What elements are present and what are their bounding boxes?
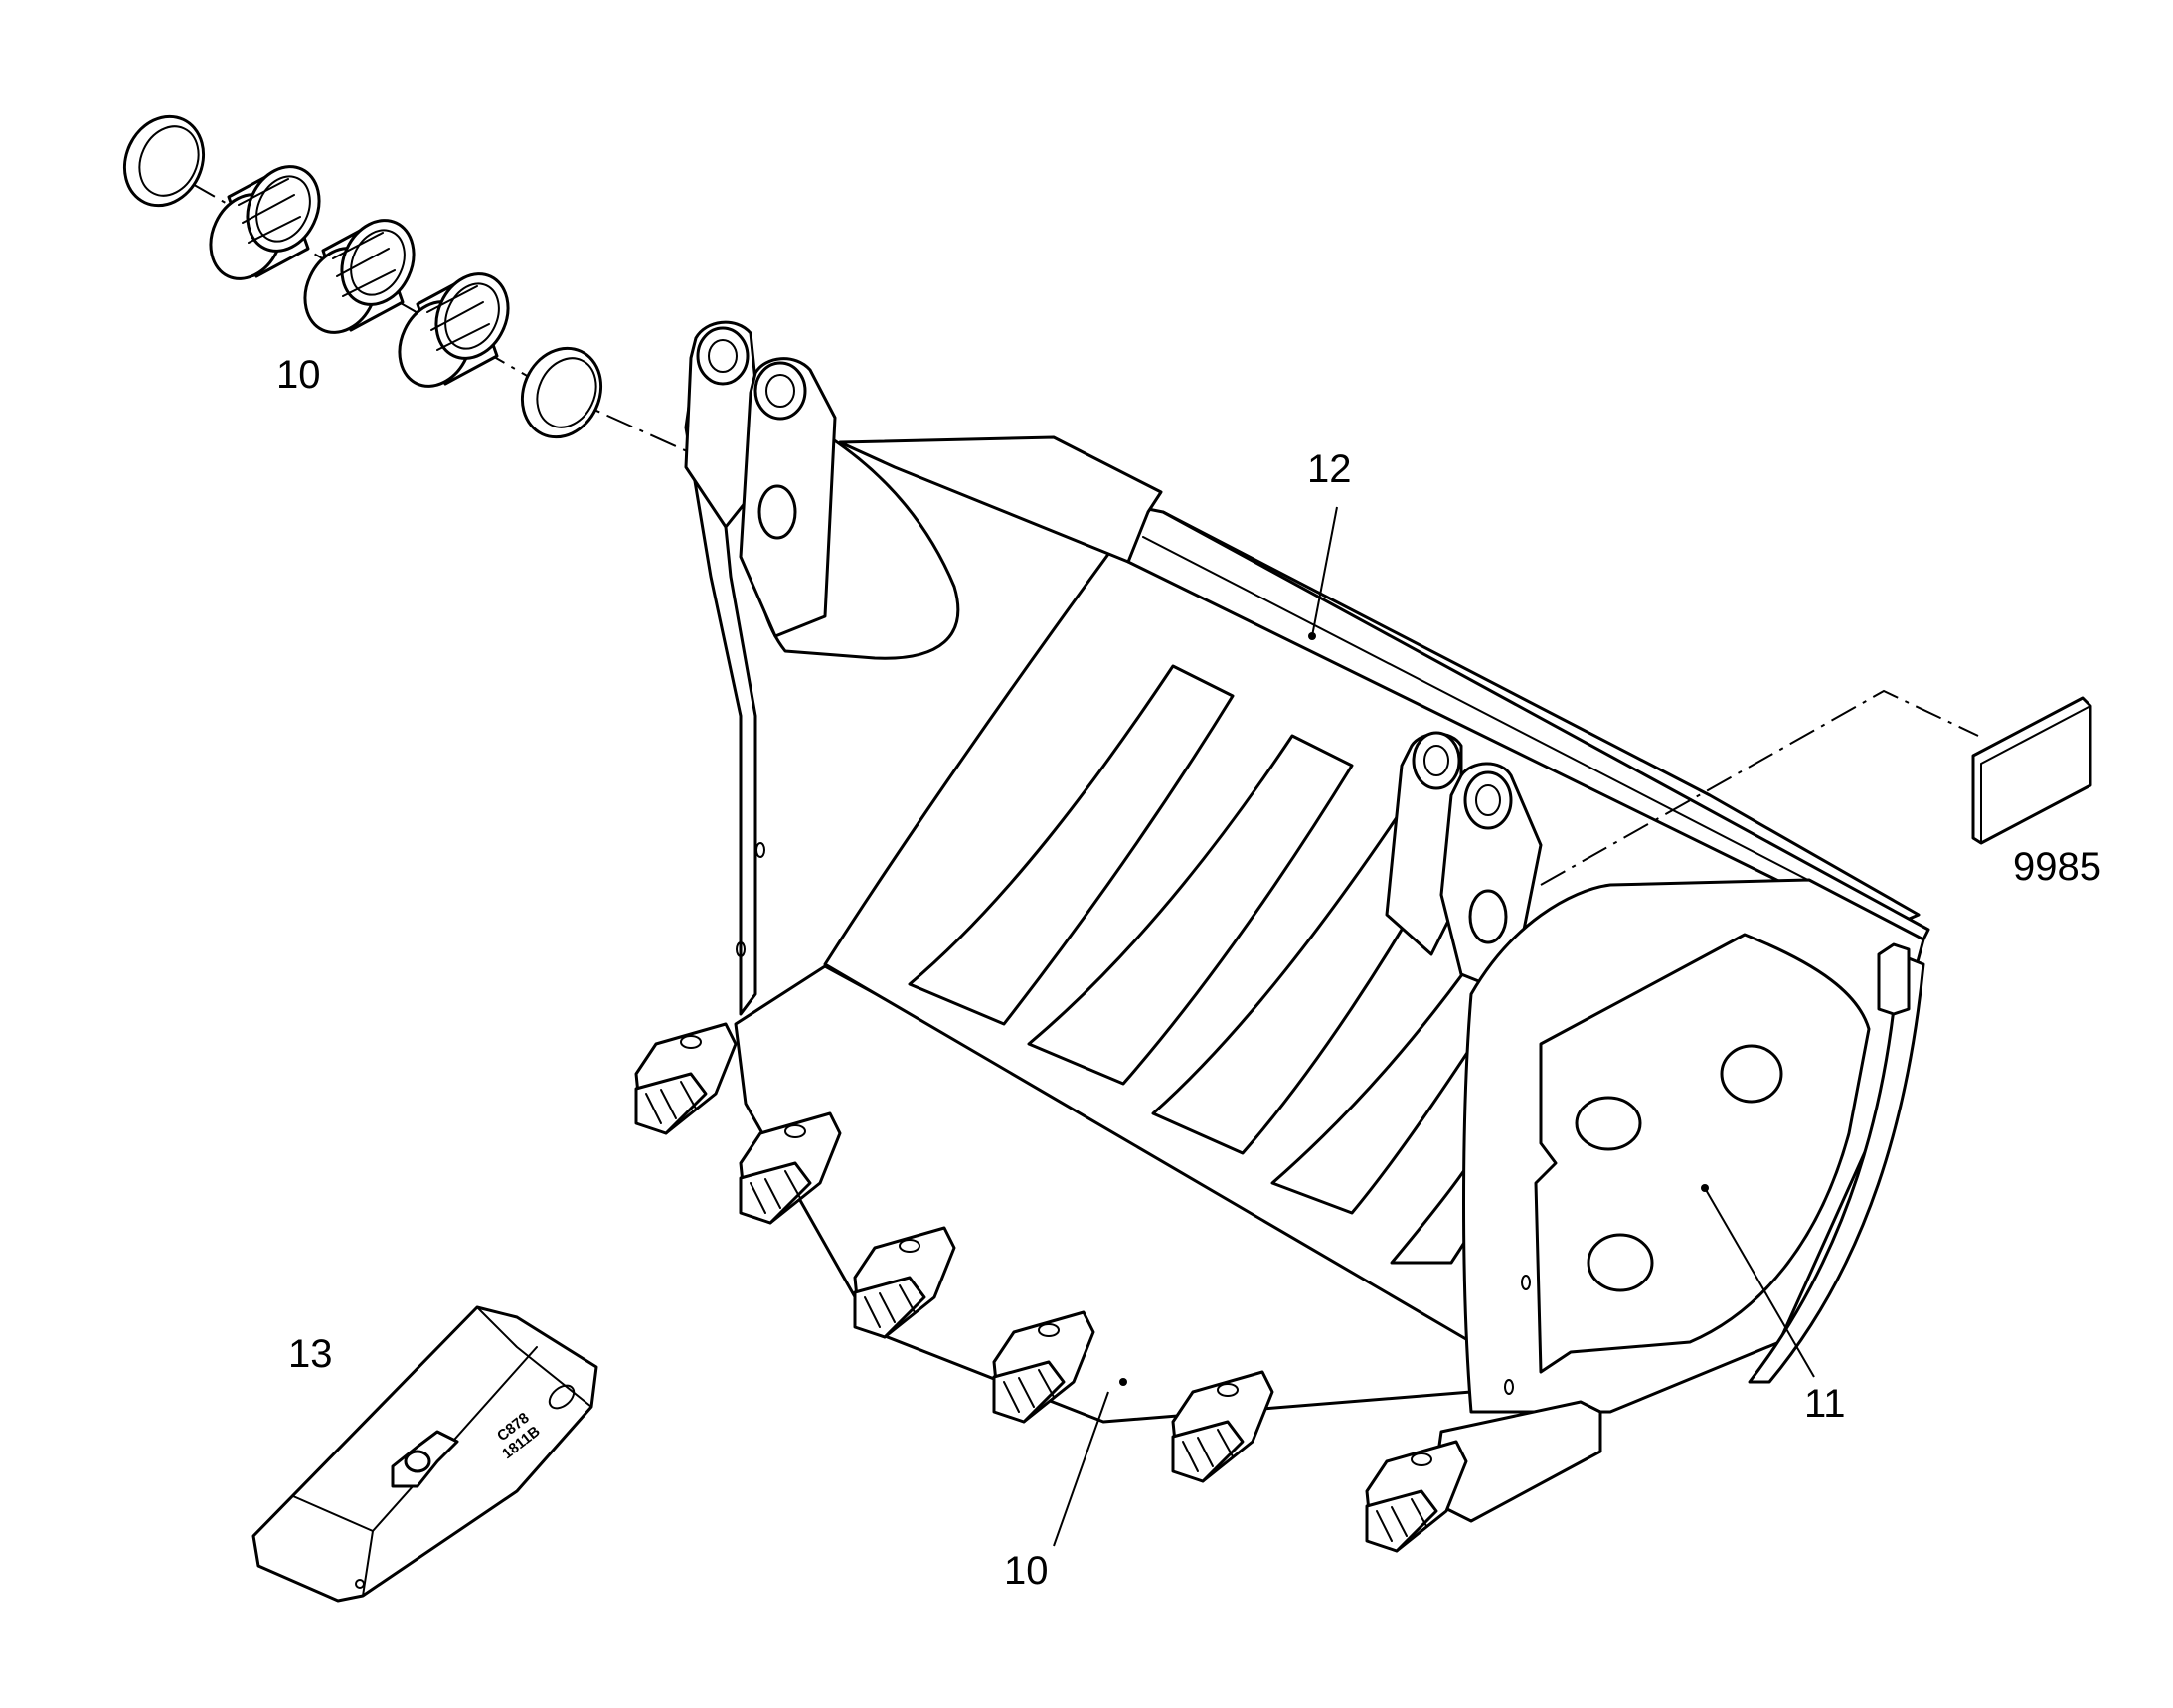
tooth-adapter (853, 1226, 956, 1339)
decal-axis-line (1540, 689, 1979, 886)
tooth-tip: C878 1811B (251, 1305, 598, 1603)
wear-strip-2 (1027, 734, 1354, 1086)
callout-tooth-tip: 13 (288, 1332, 333, 1376)
callout-decal: 9985 (2013, 845, 2101, 889)
side-cutter-bolt-hole (1587, 1233, 1654, 1292)
bushing-2 (303, 219, 416, 334)
callout-leaders (1053, 506, 1815, 1547)
side-lug-block (1877, 942, 1911, 1016)
callout-teeth: 10 (1004, 1549, 1049, 1593)
side-cutter-bolt-hole (1720, 1044, 1783, 1104)
wear-strip-3 (1151, 793, 1463, 1155)
left-side-hole (736, 941, 746, 957)
callout-bucket: 12 (1307, 447, 1352, 491)
left-side-hole (755, 842, 765, 858)
seal-ring-right (520, 346, 603, 439)
bushing-3 (398, 272, 510, 388)
wear-strip-1 (908, 664, 1235, 1026)
left-side-plate (684, 320, 960, 1016)
top-back-plate (838, 435, 1163, 564)
decal (1540, 689, 2092, 886)
tooth-adapter (739, 1111, 842, 1225)
right-side-assembly (1385, 731, 1925, 1523)
tooth-adapter (1365, 1440, 1468, 1553)
seal-ring-left (122, 114, 206, 208)
right-side-hole (1521, 1275, 1531, 1290)
callout-side-cutter: 11 (1804, 1382, 1846, 1426)
callout-bushings: 10 (276, 353, 321, 397)
bushing-kit (122, 114, 697, 456)
tooth-adapters (634, 1022, 1468, 1553)
tooth-adapter (634, 1022, 738, 1135)
side-cutter-bolt-hole (1575, 1096, 1642, 1151)
tooth-adapter (992, 1310, 1095, 1424)
bucket-body (734, 435, 1930, 1424)
bushing-1 (209, 165, 321, 280)
right-side-hole (1504, 1379, 1514, 1395)
tooth-adapter (1171, 1370, 1274, 1483)
left-lug-inner (739, 357, 837, 638)
